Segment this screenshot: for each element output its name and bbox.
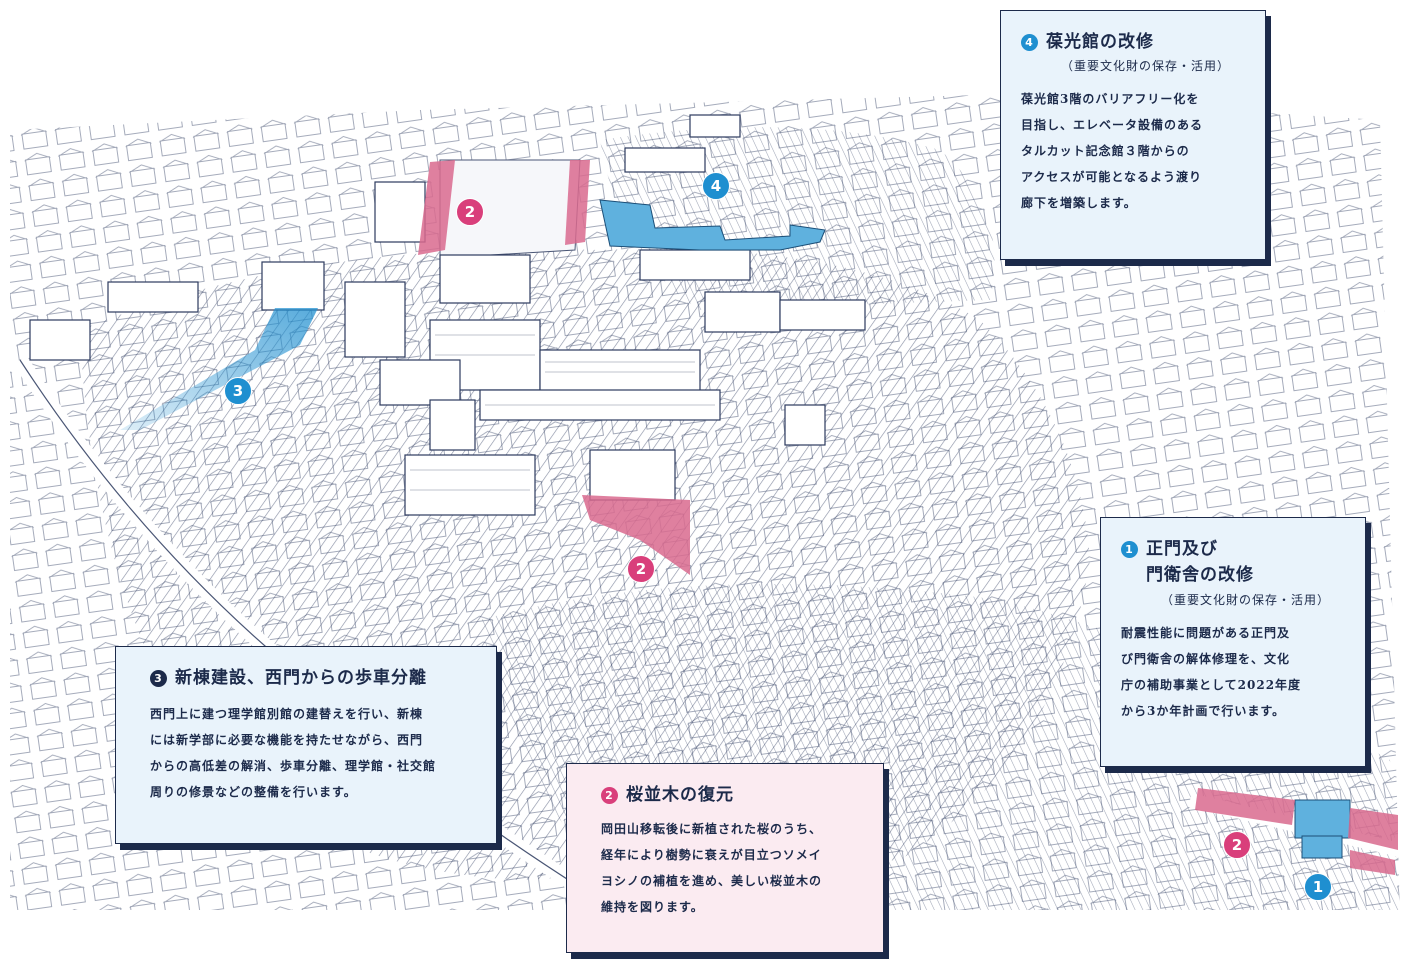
body-line: タルカット記念館３階からの [1021, 144, 1190, 159]
body-line: 維持を図ります。 [601, 900, 704, 915]
map-marker-1: 1 [1304, 873, 1332, 901]
body-line: からの高低差の解消、歩車分離、理学館・社交館 [150, 759, 437, 774]
map-marker-3: 3 [224, 377, 252, 405]
body-line: 庁の補助事業として2022年度 [1121, 677, 1302, 692]
callout-body: 葆光館3階のバリアフリー化を 目指し、エレベータ設備のある タルカット記念館３階… [1021, 86, 1245, 216]
number-badge: 3 [150, 669, 167, 687]
callout-body: 岡田山移転後に新植された桜のうち、 経年により樹勢に衰えが目立つソメイ ヨシノの… [587, 816, 863, 920]
callout-title-text: 桜並木の復元 [626, 785, 734, 805]
callout-title: 4 葆光館の改修 [1021, 29, 1245, 55]
number-badge: 2 [601, 786, 618, 804]
body-line: 目指し、エレベータ設備のある [1021, 118, 1204, 133]
callout-title-line2: 門衛舎の改修 [1121, 562, 1345, 588]
callout-title-text: 葆光館の改修 [1046, 32, 1154, 52]
callout-hokokan-renovation: 4 葆光館の改修 （重要文化財の保存・活用） 葆光館3階のバリアフリー化を 目指… [1000, 10, 1266, 260]
body-line: から3か年計画で行います。 [1121, 703, 1286, 718]
map-marker-2: 2 [627, 555, 655, 583]
body-line: 周りの修景などの整備を行います。 [150, 785, 357, 800]
body-line: 葆光館3階のバリアフリー化を [1021, 92, 1200, 107]
body-line: には新学部に必要な機能を持たせながら、西門 [150, 733, 424, 748]
callout-title-text: 門衛舎の改修 [1146, 565, 1254, 586]
body-line: び門衛舎の解体修理を、文化 [1121, 651, 1291, 666]
map-marker-2: 2 [1223, 831, 1251, 859]
callout-title: 3 新棟建設、西門からの歩車分離 [136, 665, 476, 691]
number-badge: 4 [1021, 33, 1038, 51]
callout-subtitle: （重要文化財の保存・活用） [1161, 592, 1331, 607]
map-marker-2: 2 [456, 198, 484, 226]
body-line: 経年により樹勢に衰えが目立つソメイ [601, 848, 822, 863]
callout-cherry-row-restoration: 2 桜並木の復元 岡田山移転後に新植された桜のうち、 経年により樹勢に衰えが目立… [566, 763, 884, 953]
callout-body: 耐震性能に問題がある正門及 び門衛舎の解体修理を、文化 庁の補助事業として202… [1121, 620, 1345, 724]
body-line: 岡田山移転後に新植された桜のうち、 [601, 822, 823, 837]
body-line: 西門上に建つ理学館別館の建替えを行い、新棟 [150, 707, 424, 722]
callout-body: 西門上に建つ理学館別館の建替えを行い、新棟 には新学部に必要な機能を持たせながら… [136, 701, 476, 805]
number-badge: 1 [1121, 540, 1138, 558]
body-line: アクセスが可能となるよう渡り [1021, 170, 1203, 185]
callout-title: 2 桜並木の復元 [587, 782, 863, 808]
body-line: 耐震性能に問題がある正門及 [1121, 625, 1291, 640]
callout-title-text: 正門及び [1146, 539, 1218, 559]
callout-title: 1 正門及び [1121, 536, 1345, 562]
body-line: 廊下を増築します。 [1021, 196, 1137, 211]
map-marker-4: 4 [702, 172, 730, 200]
callout-new-building-west-gate: 3 新棟建設、西門からの歩車分離 西門上に建つ理学館別館の建替えを行い、新棟 に… [115, 646, 497, 844]
callout-main-gate-renovation: 1 正門及び 門衛舎の改修 （重要文化財の保存・活用） 耐震性能に問題がある正門… [1100, 517, 1366, 767]
callout-title-text: 新棟建設、西門からの歩車分離 [175, 668, 427, 688]
callout-subtitle: （重要文化財の保存・活用） [1061, 59, 1231, 74]
body-line: ヨシノの補植を進め、美しい桜並木の [601, 874, 823, 889]
